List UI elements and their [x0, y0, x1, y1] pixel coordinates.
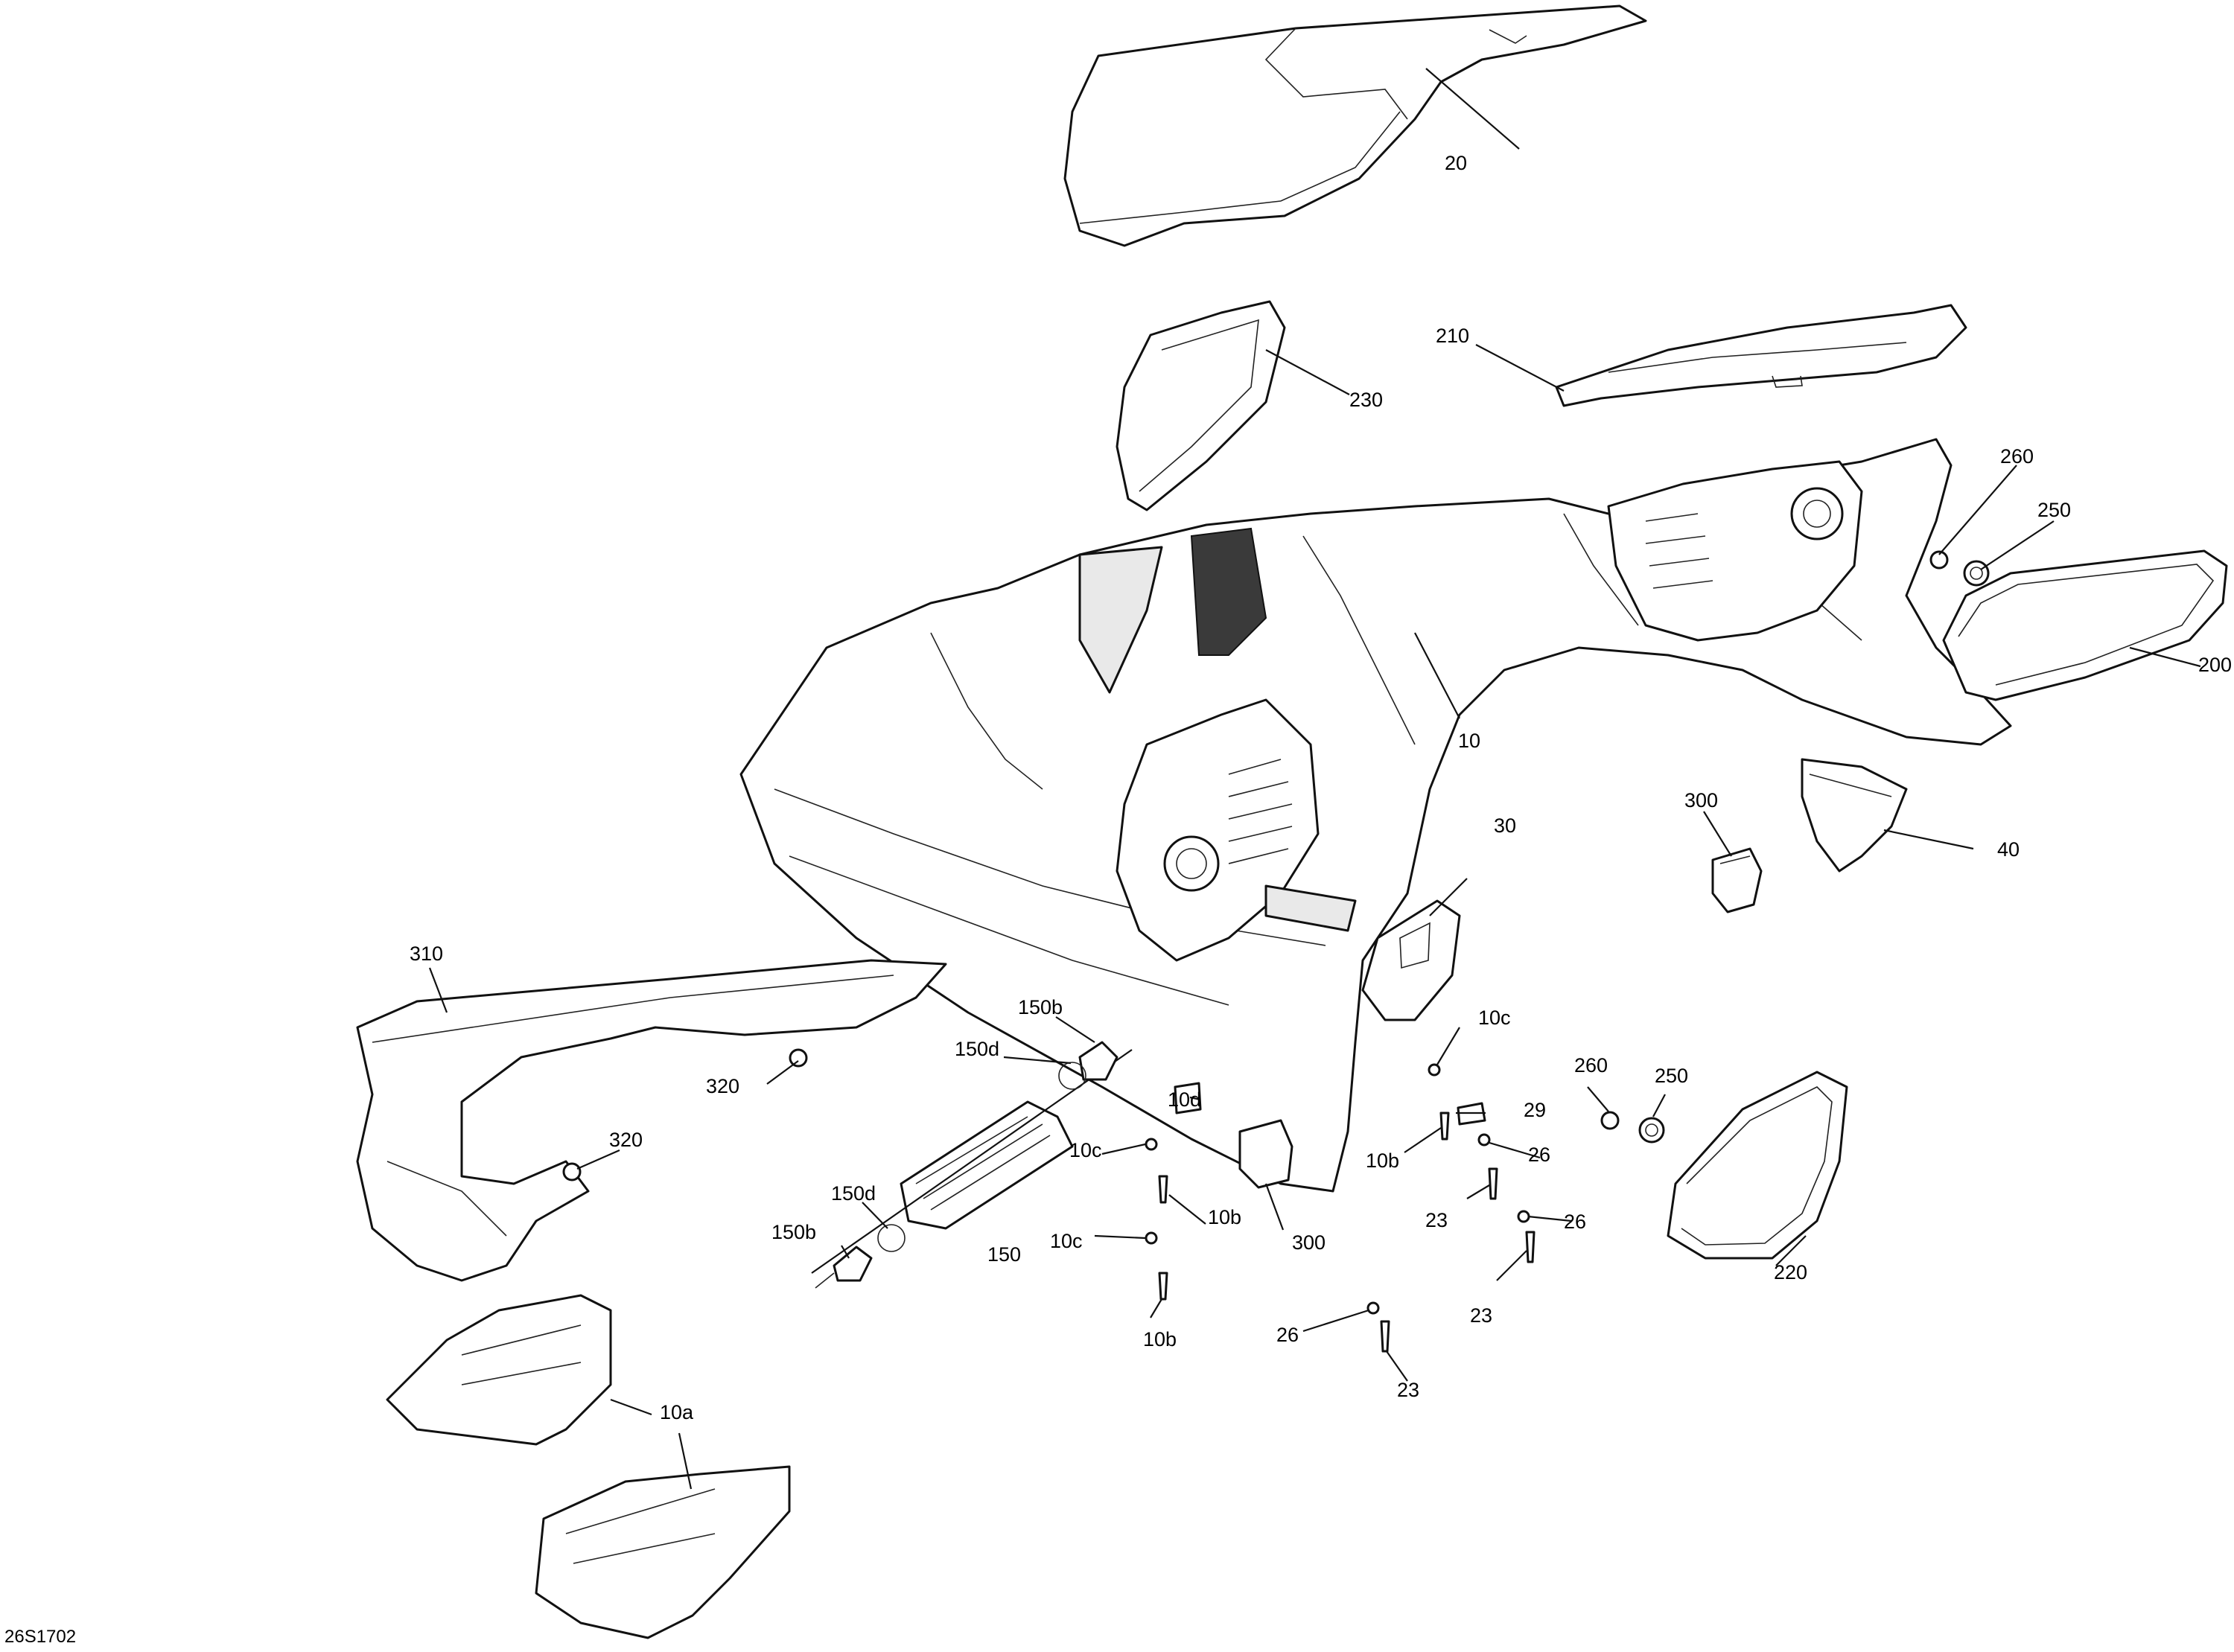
callout-10c-mid: 10c: [1069, 1139, 1102, 1161]
callout-10b-low: 10b: [1143, 1328, 1177, 1350]
callout-150: 150: [987, 1243, 1021, 1266]
hardware-screws-washers: [1145, 1063, 1536, 1353]
part-310-lower-trim: [356, 959, 947, 1282]
callout-150b-lower: 150b: [771, 1221, 816, 1243]
part-150b-fitting-lower: [815, 1246, 873, 1289]
callout-260-lower: 260: [1574, 1054, 1608, 1077]
part-10-main-body: [739, 438, 2012, 1193]
part-260-nut-upper: [1929, 550, 1949, 570]
callout-26-a: 26: [1528, 1144, 1550, 1166]
leader-lines: [428, 68, 2201, 1490]
callout-150b-upper: 150b: [1018, 996, 1063, 1018]
callout-320-a: 320: [706, 1075, 739, 1097]
part-40-bracket: [1801, 758, 1908, 873]
callout-10b-mid: 10b: [1208, 1206, 1241, 1228]
part-250-grommet-lower: [1638, 1117, 1665, 1144]
part-250-grommet-upper: [1963, 560, 1990, 587]
callout-10a: 10a: [660, 1401, 694, 1423]
callout-30: 30: [1494, 814, 1516, 837]
callout-10c-low: 10c: [1050, 1230, 1083, 1252]
callout-150d-upper: 150d: [955, 1038, 999, 1060]
callout-23-a: 23: [1425, 1209, 1448, 1231]
callout-230: 230: [1349, 389, 1383, 411]
part-20-top-cover: [1063, 4, 1647, 247]
callout-10b-right: 10b: [1366, 1149, 1399, 1172]
callout-26-b: 26: [1564, 1211, 1586, 1233]
part-10d-sleeve: [1174, 1082, 1202, 1114]
diagram-reference-code: 26S1702: [4, 1627, 76, 1647]
part-230-side-panel: [1116, 300, 1286, 511]
callout-10c-top: 10c: [1478, 1007, 1511, 1029]
part-30-plate: [1361, 899, 1461, 1021]
part-320-fitting-b: [562, 1162, 582, 1181]
callout-300-lower: 300: [1292, 1231, 1326, 1254]
part-150d-clamp-lower: [877, 1224, 906, 1252]
part-150b-fitting-upper: [1078, 1041, 1118, 1081]
part-300-clip-lower: [1238, 1119, 1293, 1189]
callout-20: 20: [1445, 152, 1467, 174]
callout-210: 210: [1436, 325, 1469, 347]
callout-220: 220: [1774, 1261, 1807, 1283]
part-150d-clamp-upper: [1058, 1062, 1086, 1090]
callout-260-upper: 260: [2000, 445, 2034, 468]
callout-29: 29: [1524, 1099, 1546, 1121]
callout-23-c: 23: [1397, 1379, 1419, 1401]
callout-10d: 10d: [1168, 1088, 1201, 1111]
callout-250-lower: 250: [1655, 1065, 1688, 1087]
part-150-bellows: [811, 1049, 1133, 1274]
callout-310: 310: [410, 943, 443, 965]
callout-300-upper: 300: [1684, 789, 1718, 811]
callout-150d-lower: 150d: [831, 1182, 876, 1205]
part-320-fitting-a: [789, 1048, 808, 1068]
callout-320-b: 320: [609, 1129, 643, 1151]
part-10a-duct-upper: [386, 1294, 612, 1446]
part-220-mirror: [1667, 1071, 1848, 1260]
part-260-nut-lower: [1600, 1111, 1620, 1130]
callout-26-c: 26: [1276, 1324, 1299, 1346]
callout-40: 40: [1997, 838, 2020, 861]
part-10a-duct-lower: [535, 1465, 791, 1639]
part-300-clip-upper: [1711, 847, 1763, 913]
callout-200: 200: [2198, 654, 2232, 676]
part-200-mirror: [1942, 549, 2228, 701]
callout-250-upper: 250: [2037, 499, 2071, 521]
callout-10: 10: [1458, 730, 1480, 752]
callout-23-b: 23: [1470, 1304, 1492, 1327]
part-210-upper-trim: [1555, 304, 1967, 407]
